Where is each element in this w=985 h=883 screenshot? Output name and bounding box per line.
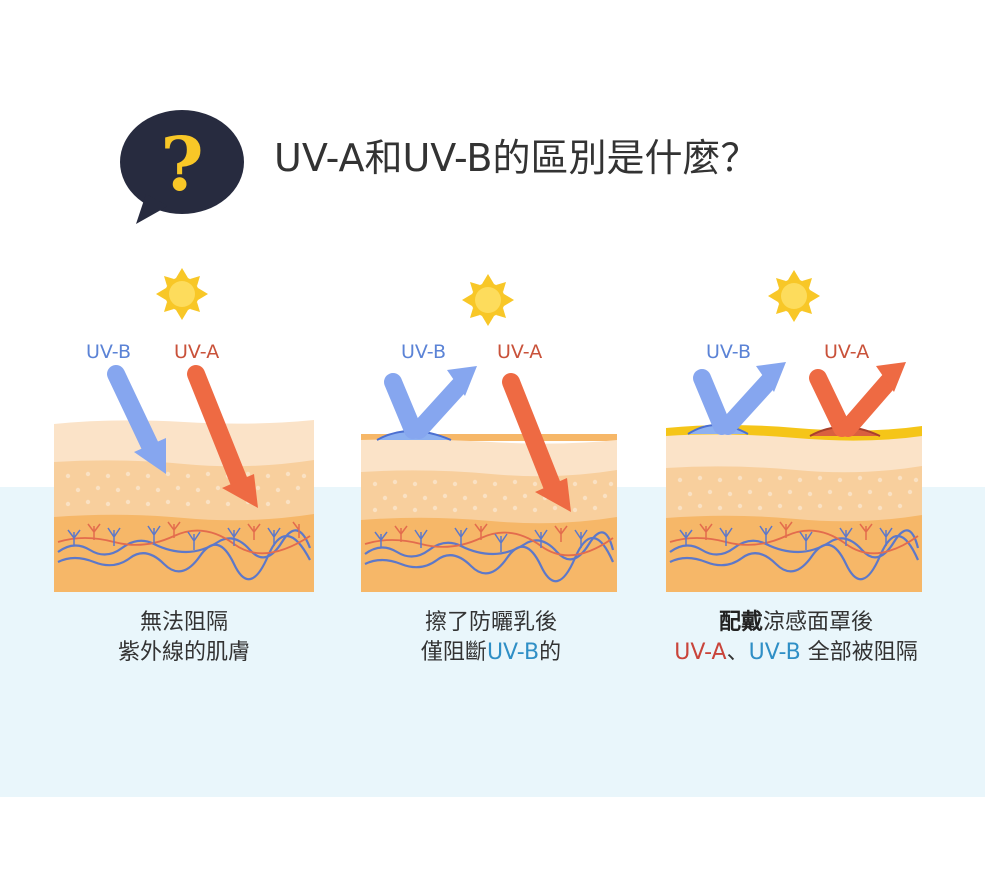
caption-line2-post: 全部被阻隔 — [800, 640, 918, 665]
caption-line2: UV-A、UV-B 全部被阻隔 — [666, 638, 926, 668]
skin-diagram-cooling-mask — [666, 270, 922, 592]
skin-diagram-no-protection — [54, 268, 314, 592]
skin-layers — [54, 420, 314, 592]
uvb-reflect-arrow — [384, 366, 477, 439]
panel-sunscreen: UV-B UV-A 擦了防曬乳後 僅阻斷UV-B的 — [361, 262, 621, 682]
panel-no-protection: UV-B UV-A 無法阻隔 紫外線的肌膚 — [54, 262, 314, 682]
uva-arrow — [502, 373, 571, 512]
skin-layers — [361, 430, 617, 592]
sun-icon — [462, 274, 514, 326]
uvb-reflect-arrow — [693, 362, 786, 435]
uva-arrow — [187, 365, 258, 508]
caption-uvb-highlight: UV-B — [486, 640, 540, 665]
skin-diagram-sunscreen — [361, 274, 617, 592]
page-title: UV-A和UV-B的區別是什麼？ — [274, 136, 759, 180]
uva-label: UV-A — [174, 341, 220, 363]
caption-line2: 紫外線的肌膚 — [117, 640, 250, 665]
caption-line2-post: 的 — [539, 640, 562, 665]
header: ? UV-A和UV-B的區別是什麼？ — [0, 0, 985, 240]
uva-reflect-arrow — [809, 362, 906, 437]
sun-icon — [768, 270, 820, 322]
uvb-label: UV-B — [401, 341, 447, 363]
question-bubble-icon: ? — [120, 110, 244, 224]
caption-bold: 配戴 — [718, 610, 763, 635]
uva-label: UV-A — [497, 341, 543, 363]
caption: 無法阻隔 紫外線的肌膚 — [54, 608, 314, 668]
caption: 擦了防曬乳後 僅阻斷UV-B的 — [361, 608, 621, 668]
panel-cooling-mask: UV-B UV-A 配戴涼感面罩後 UV-A、UV-B 全部被阻隔 — [666, 262, 926, 682]
caption-uva-highlight: UV-A — [674, 640, 727, 665]
caption-line1-rest: 涼感面罩後 — [763, 610, 874, 635]
uva-label: UV-A — [824, 341, 870, 363]
caption-line2: 僅阻斷UV-B的 — [361, 638, 621, 668]
caption: 配戴涼感面罩後 UV-A、UV-B 全部被阻隔 — [666, 608, 926, 668]
caption-line2-pre: 僅阻斷 — [420, 640, 487, 665]
uvb-label: UV-B — [86, 341, 132, 363]
caption-line1: 無法阻隔 — [139, 610, 228, 635]
caption-uvb-highlight: UV-B — [748, 640, 801, 665]
caption-separator: 、 — [726, 640, 749, 665]
uvb-arrow — [107, 365, 166, 474]
sun-icon — [156, 268, 208, 320]
caption-line1: 配戴涼感面罩後 — [666, 608, 926, 638]
svg-text:?: ? — [160, 122, 203, 208]
caption-line1: 擦了防曬乳後 — [424, 610, 557, 635]
skin-layers — [666, 424, 922, 592]
uvb-label: UV-B — [706, 341, 752, 363]
